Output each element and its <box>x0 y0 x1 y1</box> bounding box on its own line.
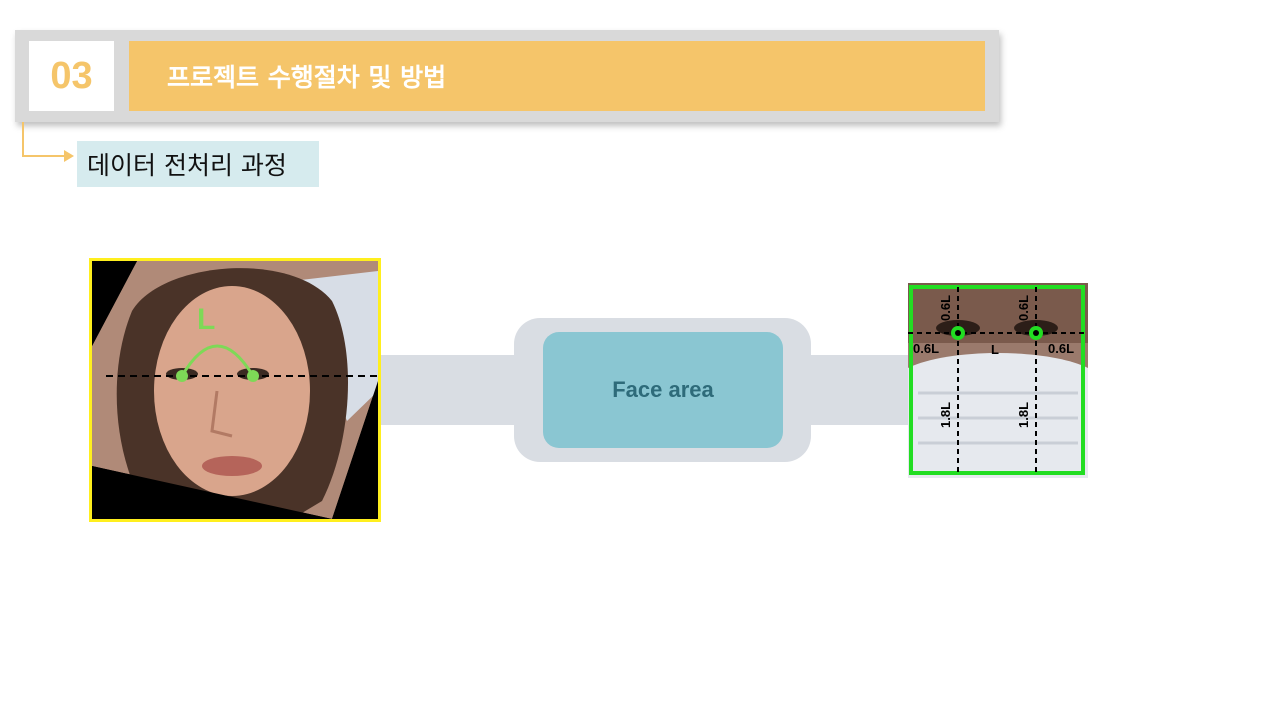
subtitle-label: 데이터 전처리 과정 <box>77 141 319 187</box>
section-number: 03 <box>29 41 114 111</box>
aligned-face-image: L <box>89 258 381 522</box>
section-title: 프로젝트 수행절차 및 방법 <box>129 41 985 111</box>
left-eye-landmark <box>176 370 188 382</box>
connector-line-horizontal <box>22 155 66 157</box>
svg-text:0.6L: 0.6L <box>913 341 939 356</box>
connector-line-vertical <box>22 122 24 157</box>
cropped-face-image: 0.6L 0.6L 0.6L L 0.6L 1.8L 1.8L <box>908 283 1088 478</box>
eye-distance-label: L <box>197 303 215 336</box>
right-eye-landmark <box>247 370 259 382</box>
face-area-process: Face area <box>543 332 783 448</box>
svg-text:1.8L: 1.8L <box>1016 402 1031 428</box>
arrow-right-icon <box>64 150 74 162</box>
svg-text:0.6L: 0.6L <box>1048 341 1074 356</box>
svg-text:L: L <box>991 342 999 357</box>
svg-text:1.8L: 1.8L <box>938 402 953 428</box>
connector-band-left <box>381 355 517 425</box>
svg-text:0.6L: 0.6L <box>938 295 953 321</box>
connector-band-right <box>808 355 908 425</box>
svg-text:0.6L: 0.6L <box>1016 295 1031 321</box>
